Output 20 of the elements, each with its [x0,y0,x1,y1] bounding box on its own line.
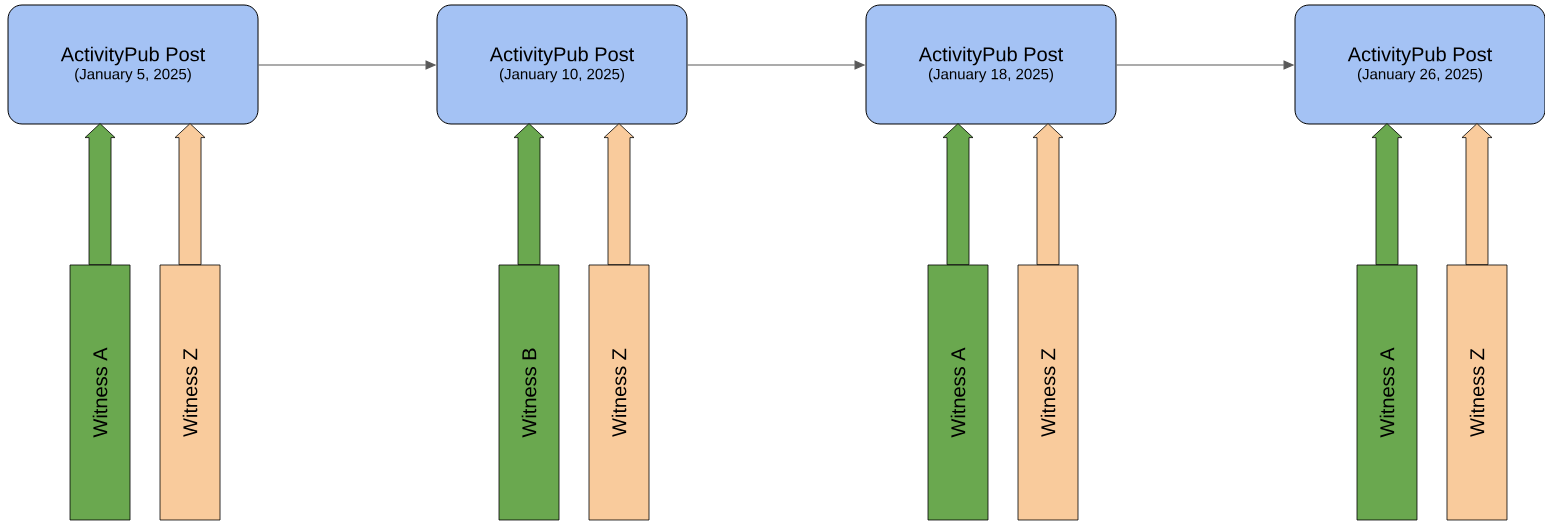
post-box: ActivityPub Post (January 10, 2025) [436,4,688,125]
block-arrow [174,123,206,265]
post-box: ActivityPub Post (January 5, 2025) [7,4,259,125]
block-arrow [942,123,974,265]
witness-bar: Witness Z [159,264,221,521]
block-arrow [513,123,545,265]
witness-bar: Witness A [1356,264,1418,521]
witness-bar: Witness A [69,264,131,521]
witness-bar: Witness Z [1446,264,1508,521]
block-arrow [603,123,635,265]
block-arrow [84,123,116,265]
post-box: ActivityPub Post (January 26, 2025) [1294,4,1545,125]
block-arrow [1371,123,1403,265]
block-arrow [1461,123,1493,265]
witness-bar: Witness Z [1017,264,1079,521]
block-arrow [1032,123,1064,265]
post-box: ActivityPub Post (January 18, 2025) [865,4,1117,125]
witness-bar: Witness B [498,264,560,521]
witness-bar: Witness A [927,264,989,521]
witness-bar: Witness Z [588,264,650,521]
